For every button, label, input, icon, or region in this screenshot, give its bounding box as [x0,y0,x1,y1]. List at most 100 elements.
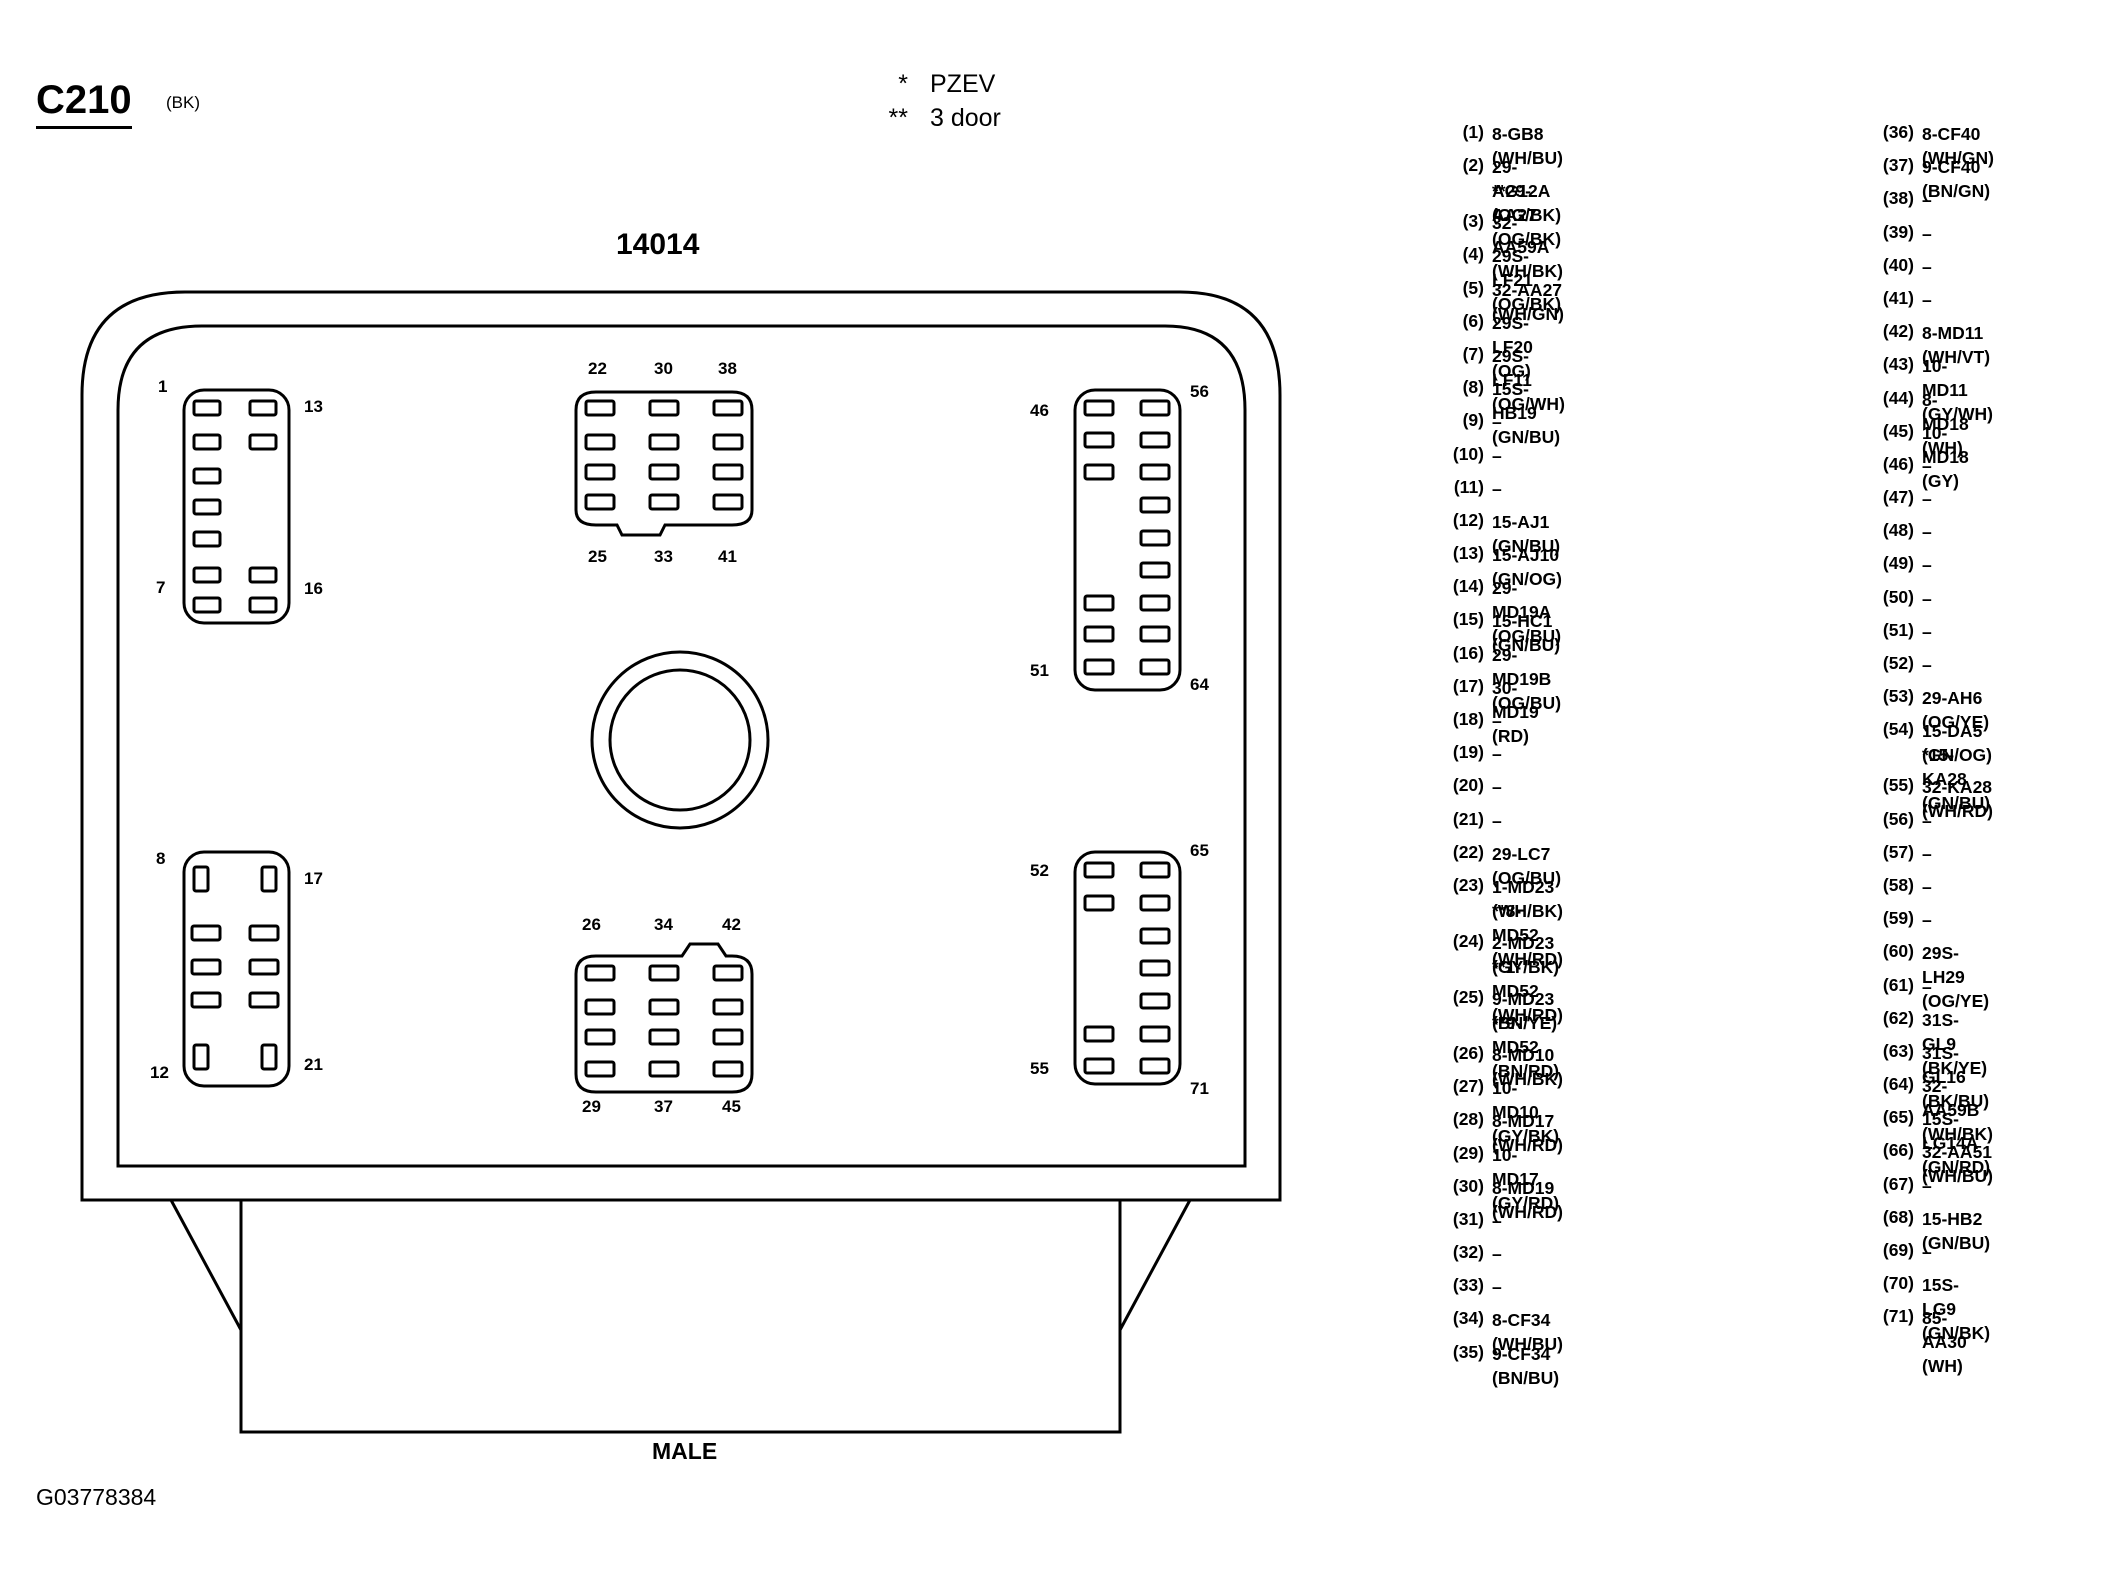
pin-circuit: 32-AA27 (WH/GN) [1492,279,1564,324]
pin-number: (69) [1882,1240,1914,1260]
cavity-block-22-41 [574,390,754,537]
pin-circuit: 8-MD19 (WH/RD) [1492,1177,1563,1222]
pin-number: (26) [1452,1042,1484,1063]
housing-skirt-right [1118,1199,1192,1331]
pin-circuit: – [1492,1210,1502,1231]
connector-color-code: (BK) [166,93,200,112]
pin-circuit: 8-GB8 (WH/BU) [1492,124,1563,168]
pin-number: (66) [1882,1140,1914,1161]
pin-number: (37) [1882,155,1914,176]
pin-label: 8 [156,849,165,868]
pin-number: (45) [1882,420,1914,441]
pin-label: 51 [1030,661,1049,680]
pin-number: (22) [1452,841,1484,862]
cavity-block-1-16 [182,388,291,625]
pin-circuit: 29-MD19A (OG/BU) [1492,578,1562,647]
legend-text-pzev: PZEV [930,70,996,98]
pin-label: 46 [1030,401,1049,420]
pin-number: (25) [1452,986,1484,1007]
pin-number: (1) [1462,122,1484,142]
pin-circuit: 1-MD23 (WH/BK) [1492,876,1563,921]
pin-label: 22 [588,359,607,378]
pin-circuit: 15-DA5 (GN/OG) [1922,721,1992,766]
pin-number: (64) [1882,1074,1914,1095]
pin-number: (12) [1452,509,1484,530]
pin-label: 55 [1030,1059,1049,1078]
pin-circuit: 15S-LG9 (GN/BK) [1922,1275,1991,1344]
pin-circuit: 10-MD10 (GY/BK) [1492,1078,1560,1147]
pin-circuit: – [1922,1242,1932,1262]
pin-label: 56 [1190,382,1209,401]
pin-circuit: – [1922,843,1932,864]
pin-cavities [190,399,1171,1078]
pin-circuit: 10-MD18 (GY) [1922,422,1969,491]
pin-label: 12 [150,1063,169,1082]
pin-number: (36) [1882,122,1914,142]
pin-circuit: – [1922,455,1932,476]
pin-label: 41 [718,547,737,566]
pin-number: (7) [1462,343,1484,364]
pin-circuit: 32-AA51 (WH/BU) [1922,1142,1993,1187]
pin-number: (13) [1452,543,1484,564]
pin-number: (29) [1452,1142,1484,1163]
pin-circuit: – [1922,256,1932,277]
pin-number: (43) [1882,354,1914,375]
pin-circuit: 29-MD19B (OG/BU) [1492,644,1562,713]
pin-number: (21) [1452,808,1484,829]
pin-number: (60) [1882,941,1914,962]
pin-label: 30 [654,359,673,378]
pin-circuit-alt: **9-MD52 (BN/RD) [1492,1012,1560,1081]
pin-label: 52 [1030,861,1049,880]
pin-number: (65) [1882,1107,1914,1128]
pin-number: (39) [1882,221,1914,242]
housing-skirt-left [169,1199,243,1331]
pin-number: (56) [1882,808,1914,829]
legend-symbol-pzev: * [898,70,908,98]
pin-circuit: 32-AA59A (WH/BK) [1492,213,1563,282]
pin-label: 25 [588,547,607,566]
pin-label: 64 [1190,675,1209,694]
pin-number: (27) [1452,1076,1484,1097]
pin-number: (16) [1452,642,1484,663]
pin-label: 7 [156,578,165,597]
pin-label: 16 [304,579,323,598]
pin-number: (32) [1452,1242,1484,1263]
pin-circuit: – [1922,555,1932,576]
pin-circuit: 9-CF40 (BN/GN) [1922,157,1991,202]
pin-circuit: – [1922,810,1932,831]
housing-outer [80,290,1282,1202]
pin-number: (70) [1882,1273,1914,1294]
pin-circuit: – [1492,810,1502,831]
pin-circuit: 8-MD17 (WH/RD) [1492,1111,1563,1156]
pin-circuit: 15-HC1 (GN/BU) [1492,611,1561,656]
part-number: 14014 [616,228,700,261]
pin-label: 65 [1190,841,1209,860]
pin-circuit: 29-AG12A (OG/BK) [1492,157,1562,226]
pin-circuit: 85-AA30 (WH) [1922,1308,1967,1377]
pin-number: (17) [1452,675,1484,696]
pin-label: 29 [582,1097,601,1116]
center-boss-inner [608,668,752,812]
pin-circuit: 29S-LF21 (OG/BK) [1492,246,1562,315]
pin-number: (33) [1452,1275,1484,1296]
pin-circuit: 2-MD23 (GY/BK) [1492,932,1560,977]
pin-label: 42 [722,915,741,934]
figure-id: G03778384 [36,1484,157,1510]
housing-base [239,1198,1122,1434]
pin-number: (44) [1882,387,1914,408]
pin-circuit: – [1922,1175,1932,1196]
pin-number: (9) [1462,410,1484,431]
pin-number: (59) [1882,908,1914,929]
pin-circuit: 29S-LF20 (OG) [1492,312,1533,381]
pin-number: (28) [1452,1109,1484,1130]
legend-text-3door: 3 door [930,104,1001,132]
pin-number: (40) [1882,254,1914,275]
pin-circuit: 10-MD11 (GY/WH) [1922,356,1993,425]
pin-number: (68) [1882,1206,1914,1227]
pin-circuit: – [1492,412,1502,433]
pin-label: 33 [654,547,673,566]
pin-circuit-alt: **1-MD52 (WH/RD) [1492,956,1563,1025]
pin-number: (35) [1452,1341,1484,1362]
pin-circuit: – [1492,478,1502,499]
pin-number: (63) [1882,1040,1914,1061]
